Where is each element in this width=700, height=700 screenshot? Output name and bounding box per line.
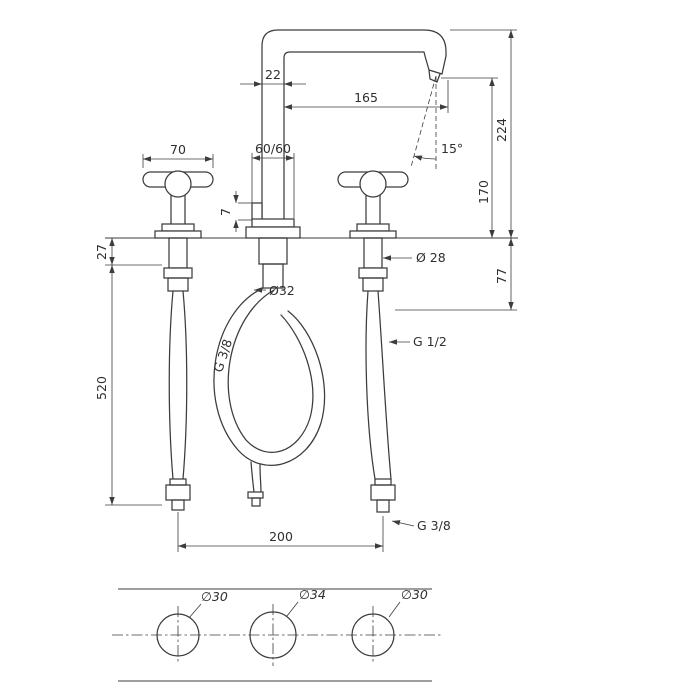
callout-dia-32: Ø32 — [254, 283, 295, 298]
dim-60-60: 60/60 — [251, 141, 295, 218]
right-hose-ferrule — [374, 478, 392, 486]
hole-drilling-plan: ∅30 ∅34 ∅30 — [112, 587, 442, 682]
angle-15-label: 15° — [441, 141, 463, 156]
right-supply-hose — [365, 290, 392, 480]
g38-bottom-label: G 3/8 — [417, 518, 451, 533]
g12-label: G 1/2 — [413, 334, 447, 349]
right-hose-nipple — [376, 499, 390, 513]
dim-7-label: 7 — [218, 208, 233, 216]
dim-7: 7 — [218, 191, 252, 232]
left-escutcheon-base — [154, 230, 202, 239]
right-hose-end-nut — [370, 484, 396, 501]
left-hose-fitting — [167, 277, 189, 292]
dim-70-label: 70 — [170, 142, 186, 157]
angle-15-annotation: 15° — [410, 75, 463, 170]
dim-200: 200 — [177, 512, 384, 552]
dim-224: 224 — [450, 29, 517, 238]
hole-left-circle — [156, 613, 200, 657]
dim-170: 170 — [441, 77, 498, 238]
left-hose-ferrule — [169, 478, 187, 486]
left-hose-nipple — [171, 499, 185, 511]
dim-22-label: 22 — [265, 67, 281, 82]
dim-77-label: 77 — [494, 268, 509, 284]
left-shank — [168, 237, 188, 269]
center-escutcheon-base — [245, 226, 301, 239]
left-hose-end-nut — [165, 484, 191, 501]
spout-side-tab — [251, 202, 263, 221]
right-handle-hub — [359, 170, 387, 198]
dim-27-label: 27 — [94, 244, 109, 260]
dia-32-label: Ø32 — [269, 283, 295, 298]
center-hose-loop — [213, 287, 326, 466]
hole-right-circle — [351, 613, 395, 657]
callout-g12: G 1/2 — [389, 334, 447, 349]
hole-right-label: ∅30 — [401, 587, 428, 602]
right-escutcheon-base — [349, 230, 397, 239]
dim-520-label: 520 — [94, 376, 109, 400]
center-shank — [258, 237, 288, 265]
dim-77: 77 — [395, 238, 517, 311]
callout-g38-bottom: G 3/8 — [391, 518, 451, 533]
left-handle-hub — [164, 170, 192, 198]
spout — [251, 29, 447, 239]
dim-224-label: 224 — [494, 118, 509, 142]
dia-28-label: Ø 28 — [416, 250, 446, 265]
left-supply-hose — [168, 290, 188, 480]
right-connection-nut — [358, 267, 388, 279]
dim-22: 22 — [240, 67, 306, 87]
callout-dia-28: Ø 28 — [383, 250, 446, 265]
center-hose-tail — [250, 461, 262, 493]
center-body — [213, 218, 326, 507]
right-handle — [337, 170, 409, 513]
center-hose-nipple — [251, 497, 261, 507]
hole-center-circle — [249, 611, 297, 659]
right-shank — [363, 237, 383, 269]
dim-27: 27 — [94, 238, 162, 266]
hole-left-label: ∅30 — [201, 589, 228, 604]
dim-200-label: 200 — [269, 529, 293, 544]
center-threaded-shank — [262, 263, 284, 289]
right-escutcheon-top — [356, 223, 390, 232]
center-escutcheon-top — [251, 218, 295, 228]
dim-60-60-label: 60/60 — [255, 141, 291, 156]
dim-170-label: 170 — [476, 180, 491, 204]
dim-165-label: 165 — [354, 90, 378, 105]
left-handle — [142, 170, 214, 511]
left-connection-nut — [163, 267, 193, 279]
dim-165: 165 — [284, 80, 449, 113]
dim-520: 520 — [94, 265, 162, 506]
left-escutcheon-top — [161, 223, 195, 232]
hole-center-label: ∅34 — [299, 587, 326, 602]
right-hose-fitting — [362, 277, 384, 292]
center-hose-cap — [247, 491, 264, 499]
dim-70: 70 — [142, 142, 214, 168]
